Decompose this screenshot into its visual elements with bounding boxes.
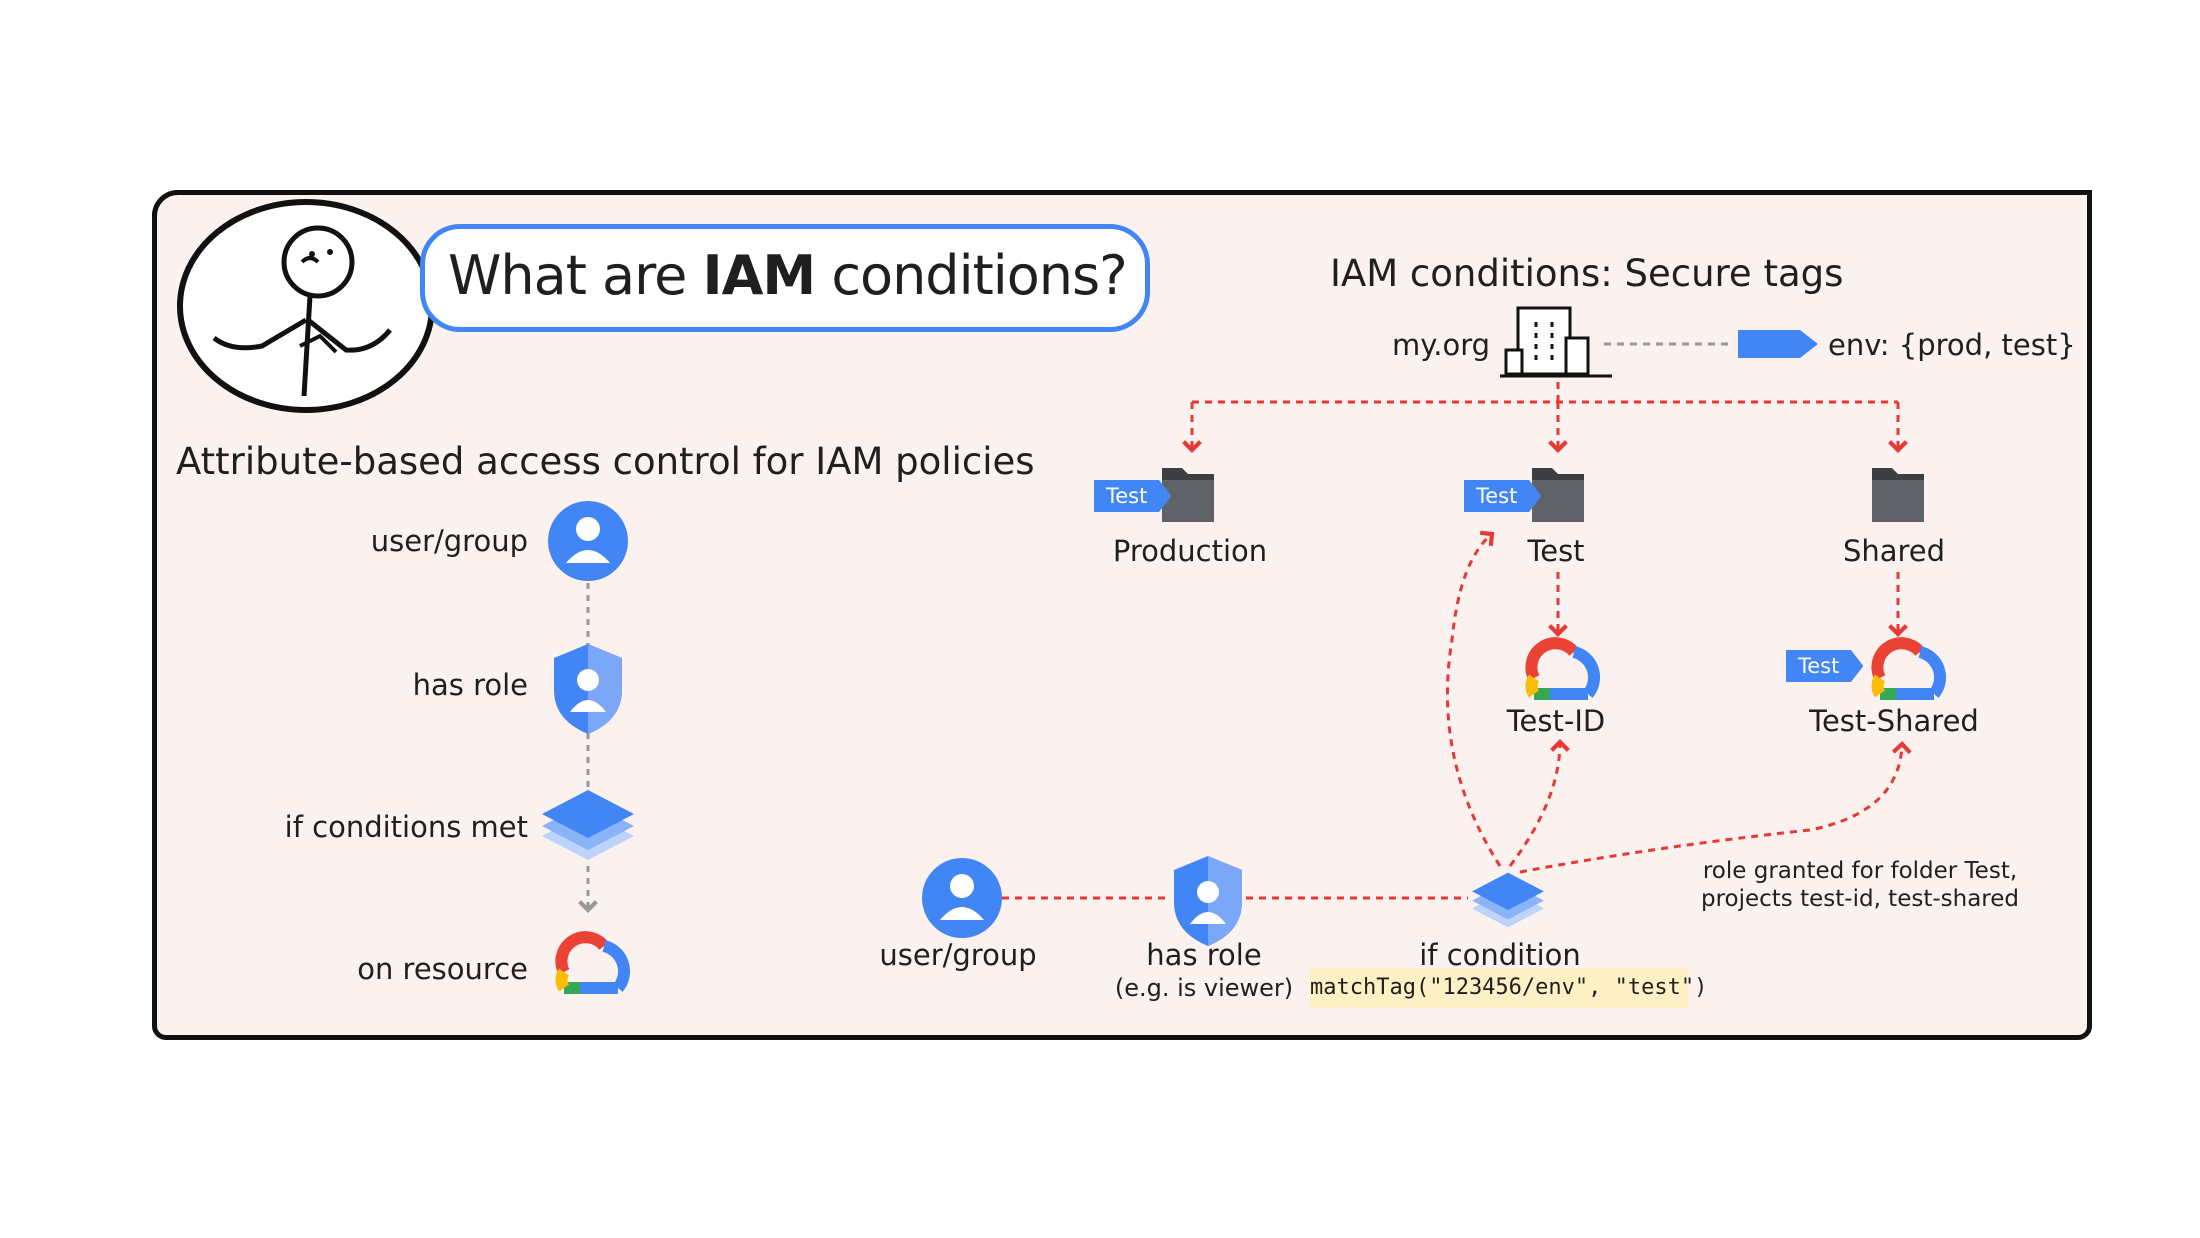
flow-label-condition: if condition bbox=[1419, 938, 1581, 972]
flow-label-role: has role bbox=[1146, 938, 1262, 972]
flow-label-role-note: (e.g. is viewer) bbox=[1114, 974, 1294, 1002]
stick-figure-icon bbox=[177, 199, 435, 413]
grant-note-line-2: projects test-id, test-shared bbox=[1700, 886, 2020, 912]
tag-icon bbox=[1738, 330, 1818, 358]
building-icon bbox=[1500, 306, 1612, 378]
shield-icon bbox=[554, 644, 622, 734]
title-bubble bbox=[420, 224, 1150, 332]
org-label: my.org bbox=[1392, 328, 1491, 362]
tag-badge: Test bbox=[1786, 650, 1864, 682]
curve-to-test-id bbox=[1508, 739, 1570, 867]
cloud-icon bbox=[1531, 643, 1594, 694]
step-label-role: has role bbox=[412, 668, 528, 702]
condition-expression: matchTag("123456/env", "test") bbox=[1310, 968, 1707, 1008]
right-heading: IAM conditions: Secure tags bbox=[1330, 252, 1844, 295]
folder-label-test: Test bbox=[1527, 534, 1585, 568]
folder-label-production: Production bbox=[1112, 534, 1268, 568]
layers-icon bbox=[542, 790, 634, 860]
folder-label-shared: Shared bbox=[1842, 534, 1946, 568]
user-icon bbox=[548, 501, 628, 581]
page-title: What are IAM conditions? bbox=[448, 244, 1128, 307]
tag-badge: Test bbox=[1464, 480, 1542, 512]
step-label-user: user/group bbox=[370, 524, 528, 558]
grant-note-line-1: role granted for folder Test, bbox=[1702, 858, 2018, 884]
cloud-icon bbox=[561, 937, 624, 988]
folder-icon bbox=[1872, 468, 1924, 522]
step-label-condition: if conditions met bbox=[284, 810, 528, 844]
curve-to-test bbox=[1446, 530, 1502, 867]
cloud-icon bbox=[1877, 643, 1940, 694]
left-subtitle: Attribute-based access control for IAM p… bbox=[176, 440, 1035, 483]
curve-to-test-shared bbox=[1519, 741, 1912, 874]
project-label-test-id: Test-ID bbox=[1506, 704, 1606, 738]
layers-icon bbox=[1472, 872, 1544, 928]
tag-badge: Test bbox=[1094, 480, 1172, 512]
user-icon bbox=[922, 858, 1002, 938]
shield-icon bbox=[1174, 856, 1242, 946]
step-label-resource: on resource bbox=[357, 952, 528, 986]
project-label-test-shared: Test-Shared bbox=[1809, 704, 1979, 738]
tag-definition: env: {prod, test} bbox=[1828, 328, 2076, 362]
flow-label-user: user/group bbox=[879, 938, 1037, 972]
